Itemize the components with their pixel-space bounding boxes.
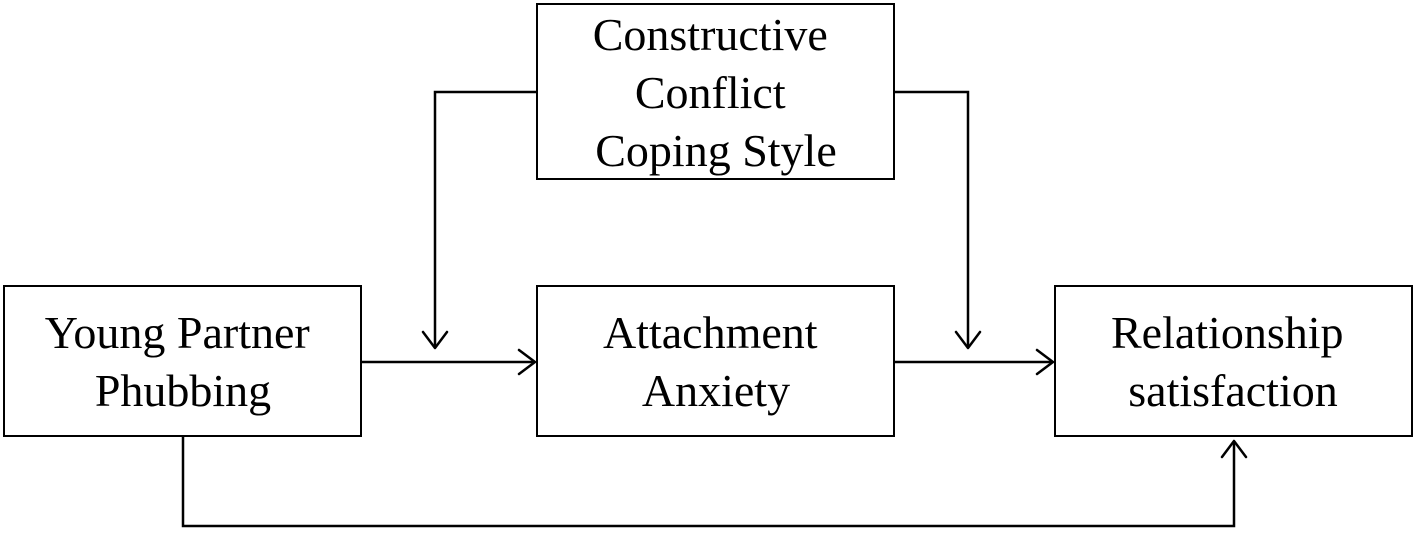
mediator-label-line-1: Attachment	[603, 307, 818, 358]
dependent-box: Relationship satisfaction	[1054, 285, 1413, 437]
arrowhead-satisfaction-left	[1035, 348, 1055, 376]
independent-label-line-2: Phubbing	[95, 365, 271, 416]
connector-layer	[181, 90, 1248, 528]
arrowhead-moderation-a	[421, 330, 449, 350]
dependent-label-line-2: satisfaction	[1128, 365, 1338, 416]
arrowhead-satisfaction-bottom	[1220, 439, 1248, 459]
edge-moderation-path-b	[895, 90, 970, 348]
dependent-label: Relationship satisfaction	[1111, 307, 1355, 416]
edge-moderation-path-a	[433, 90, 537, 348]
independent-box: Young Partner Phubbing	[3, 285, 362, 437]
arrowhead-moderation-b	[954, 330, 982, 350]
arrowhead-anxiety	[517, 348, 537, 376]
independent-label: Young Partner Phubbing	[45, 307, 321, 416]
moderator-label: Constructive Conflict Coping Style	[593, 9, 840, 176]
edge-direct-phubbing-to-satisfaction	[181, 437, 1236, 528]
moderator-label-line-1: Constructive	[593, 9, 828, 60]
moderator-box: Constructive Conflict Coping Style	[536, 3, 895, 180]
moderator-label-line-2: Conflict	[635, 67, 786, 118]
mediator-label-line-2: Anxiety	[642, 365, 790, 416]
moderator-label-line-3: Coping Style	[595, 125, 837, 176]
mediator-label: Attachment Anxiety	[603, 307, 829, 416]
independent-label-line-1: Young Partner	[45, 307, 310, 358]
mediator-box: Attachment Anxiety	[536, 285, 895, 437]
dependent-label-line-1: Relationship	[1111, 307, 1344, 358]
